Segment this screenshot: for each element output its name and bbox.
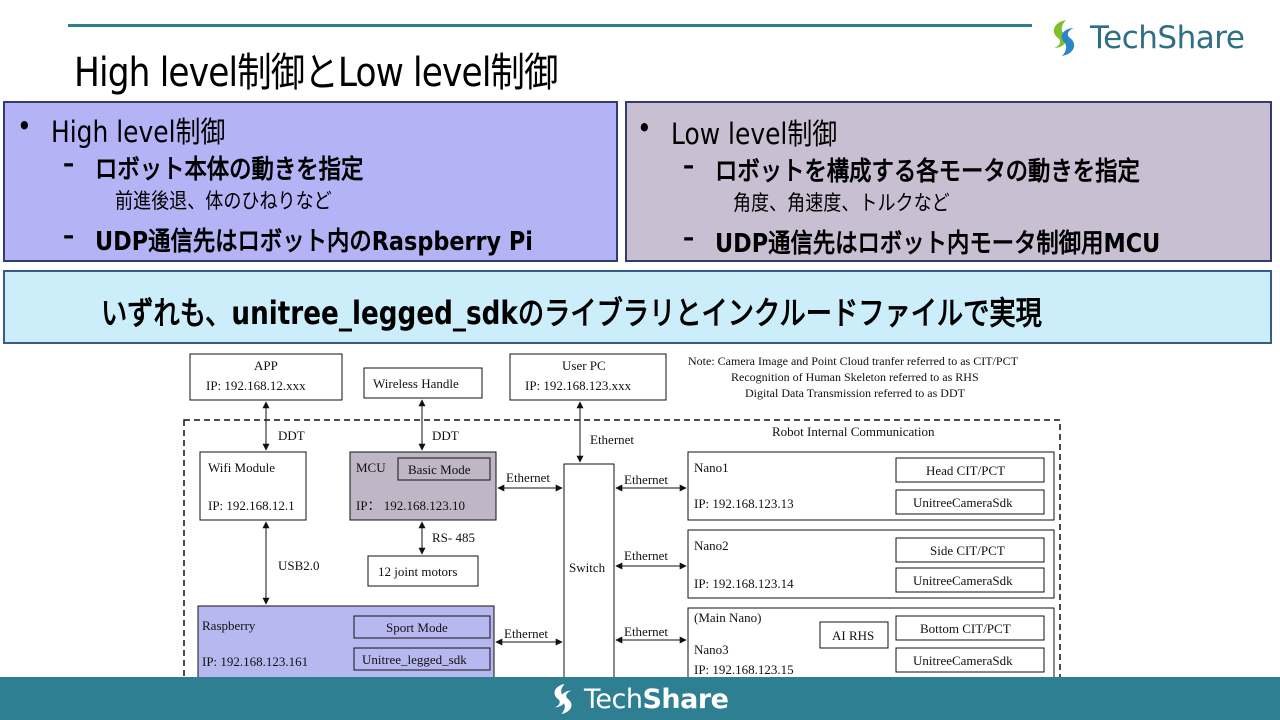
raspberry-ip: IP: 192.168.123.161 — [202, 654, 308, 669]
summary-banner-text: いずれも、unitree_legged_sdkのライブラリとインクルードファイル… — [101, 294, 1042, 332]
app-title: APP — [254, 358, 278, 373]
sport-mode-box — [353, 615, 491, 639]
wireless-handle-label: Wireless Handle — [373, 376, 459, 391]
high-level-box: • High level制御 – ロボット本体の動きを指定 前進後退、体のひねり… — [3, 101, 618, 262]
usb-label: USB2.0 — [278, 558, 320, 573]
camera-sdk-label-1: UnitreeCameraSdk — [913, 495, 1013, 510]
internal-label: Robot Internal Communication — [772, 424, 935, 439]
note-line-2: Recognition of Human Skeleton referred t… — [731, 370, 979, 384]
camera-sdk-box-3 — [895, 647, 1045, 673]
high-level-item2: UDP通信先はロボット内のRaspberry Pi — [95, 227, 533, 257]
mcu-ip: IP： 192.168.123.10 — [356, 498, 465, 513]
footer-logo: TechShare — [548, 681, 729, 717]
nano1-ip: IP: 192.168.123.13 — [694, 496, 794, 511]
techshare-swirl-icon — [554, 684, 572, 714]
note-line-1: Note: Camera Image and Point Cloud tranf… — [688, 354, 1019, 368]
raspberry-title: Raspberry — [202, 618, 256, 633]
mcu-title: MCU — [356, 460, 386, 475]
user-pc-ip: IP: 192.168.123.xxx — [525, 378, 632, 393]
app-ip: IP: 192.168.12.xxx — [206, 378, 306, 393]
low-level-box: • Low level制御 – ロボットを構成する各モータの動きを指定 角度、角… — [625, 101, 1272, 262]
camera-sdk-label-3: UnitreeCameraSdk — [913, 653, 1013, 668]
footer-logo-text-a: Tech — [584, 683, 643, 715]
header-rule — [68, 24, 1032, 27]
ethernet-label-mcu: Ethernet — [506, 470, 550, 485]
nano3-title: Nano3 — [694, 642, 729, 657]
summary-banner: いずれも、unitree_legged_sdkのライブラリとインクルードファイル… — [3, 270, 1272, 344]
side-cit-label: Side CIT/PCT — [930, 543, 1005, 558]
network-diagram-svg: APP IP: 192.168.12.xxx Wireless Handle U… — [183, 353, 1061, 683]
ethernet-label-nano1: Ethernet — [624, 472, 668, 487]
wifi-ip: IP: 192.168.12.1 — [208, 498, 295, 513]
sport-mode-label: Sport Mode — [386, 620, 448, 635]
footer-bar — [0, 677, 1280, 720]
user-pc-title: User PC — [562, 358, 606, 373]
head-cit-label: Head CIT/PCT — [926, 463, 1005, 478]
low-level-item1: ロボットを構成する各モータの動きを指定 — [715, 157, 1140, 187]
high-level-heading: High level制御 — [51, 115, 226, 149]
bullet: • — [17, 109, 32, 143]
note-line-3: Digital Data Transmission referred to as… — [745, 386, 966, 400]
wireless-handle-box — [363, 367, 483, 399]
ethernet-label-raspberry: Ethernet — [504, 626, 548, 641]
high-level-item1-sub: 前進後退、体のひねりなど — [115, 189, 332, 213]
logo-text: TechShare — [1090, 20, 1245, 56]
switch-label: Switch — [569, 560, 606, 575]
footer-logo-text: TechShare — [584, 684, 729, 715]
joint-motors-label: 12 joint motors — [378, 564, 457, 579]
wifi-module-box — [199, 451, 307, 521]
dash: – — [63, 221, 75, 251]
joint-motors-box — [367, 555, 479, 587]
ethernet-label-pc: Ethernet — [590, 432, 634, 447]
low-level-item2: UDP通信先はロボット内モータ制御用MCU — [715, 229, 1161, 259]
ddt-label-2: DDT — [432, 428, 459, 443]
bottom-cit-box — [895, 615, 1045, 641]
nano1-title: Nano1 — [694, 460, 729, 475]
head-cit-box — [895, 457, 1045, 483]
user-pc-box — [509, 353, 667, 401]
basic-mode-box — [397, 457, 491, 481]
sdk-label: Unitree_legged_sdk — [362, 652, 467, 667]
high-level-item1: ロボット本体の動きを指定 — [95, 155, 364, 185]
bullet: • — [637, 111, 652, 145]
low-level-heading: Low level制御 — [671, 117, 838, 151]
ai-rhs-box — [819, 621, 889, 649]
techshare-logo: TechShare — [1046, 16, 1245, 60]
app-box — [189, 353, 343, 401]
dash: – — [683, 151, 695, 181]
dash: – — [63, 149, 75, 179]
footer-logo-text-b: Share — [642, 683, 729, 715]
side-cit-box — [895, 537, 1045, 563]
main-nano-label: (Main Nano) — [694, 610, 762, 625]
ai-rhs-label: AI RHS — [832, 628, 874, 643]
switch-box — [563, 463, 615, 679]
dash: – — [683, 223, 695, 253]
camera-sdk-box-2 — [895, 567, 1045, 593]
nano2-title: Nano2 — [694, 538, 729, 553]
sdk-box — [353, 647, 491, 671]
bottom-cit-label: Bottom CIT/PCT — [920, 621, 1011, 636]
basic-mode-label: Basic Mode — [408, 462, 471, 477]
ethernet-label-nano3: Ethernet — [624, 624, 668, 639]
nano3-ip: IP: 192.168.123.15 — [694, 662, 794, 677]
rs485-label: RS- 485 — [432, 530, 475, 545]
ddt-label-1: DDT — [278, 428, 305, 443]
techshare-swirl-icon — [1053, 20, 1075, 56]
camera-sdk-box-1 — [895, 489, 1045, 515]
wifi-title: Wifi Module — [208, 460, 275, 475]
page-title: High level制御とLow level制御 — [74, 50, 559, 96]
camera-sdk-label-2: UnitreeCameraSdk — [913, 573, 1013, 588]
ethernet-label-nano2: Ethernet — [624, 548, 668, 563]
network-diagram: APP IP: 192.168.12.xxx Wireless Handle U… — [168, 348, 1072, 686]
low-level-item1-sub: 角度、角速度、トルクなど — [733, 191, 950, 215]
nano2-ip: IP: 192.168.123.14 — [694, 576, 794, 591]
